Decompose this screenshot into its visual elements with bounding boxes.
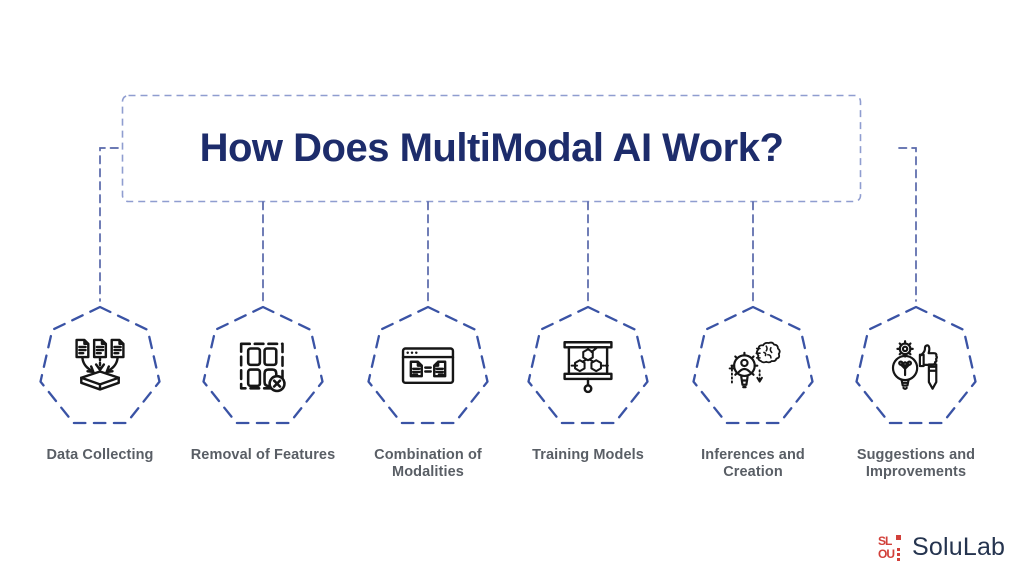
step-label: Inferences and Creation (701, 447, 805, 481)
step-hexagon (855, 305, 977, 425)
step-removal-of-features: Removal of Features (181, 298, 345, 464)
svg-text:SL: SL (878, 534, 892, 548)
solulab-logo-mark-icon: SL OU (878, 534, 901, 561)
step-training-models: Training Models (506, 298, 670, 464)
page-title: How Does MultiModal AI Work? (199, 126, 784, 170)
step-data-collecting: Data Collecting (18, 298, 182, 464)
step-label: Suggestions and Improvements (856, 447, 976, 481)
solulab-logo-text: SoluLab (912, 533, 1006, 561)
title-box: How Does MultiModal AI Work? (122, 95, 861, 202)
step-label: Combination of Modalities (374, 447, 482, 481)
step-combination-of-modalities: Combination of Modalities (346, 298, 510, 482)
step-label: Removal of Features (190, 447, 336, 463)
step-hexagon (202, 305, 324, 425)
gear-person-bulb-brain-icon (728, 341, 781, 389)
step-hexagon (527, 305, 649, 425)
step-inferences-and-creation: Inferences and Creation (671, 298, 835, 482)
step-label: Data Collecting (46, 447, 154, 463)
step-label: Training Models (532, 447, 644, 463)
window-documents-merge-icon (401, 347, 455, 385)
step-hexagon (367, 305, 489, 425)
step-suggestions-and-improvements: Suggestions and Improvements (834, 298, 998, 482)
feature-grid-remove-icon (239, 342, 286, 393)
step-hexagon (692, 305, 814, 425)
solulab-logo: SL OU SoluLab (878, 533, 1005, 562)
step-hexagon (39, 305, 161, 425)
bulb-gear-thumbsup-pencil-icon (891, 340, 938, 390)
svg-text:OU: OU (878, 547, 894, 561)
presentation-network-icon (563, 341, 613, 394)
documents-to-tray-icon (75, 338, 125, 391)
